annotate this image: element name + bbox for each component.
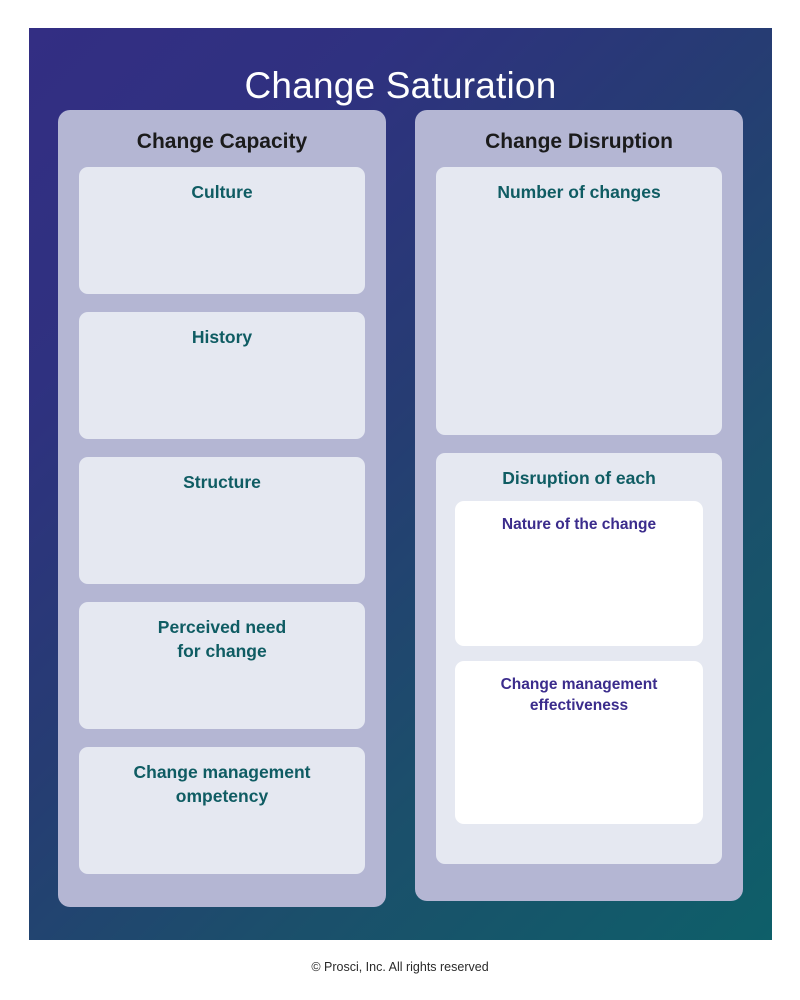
columns-container: Change Capacity Culture History Structur… <box>58 110 743 910</box>
subcards-container: Nature of the change Change management e… <box>436 491 722 824</box>
card-number-of-changes[interactable]: Number of changes <box>436 167 722 436</box>
card-label-structure: Structure <box>183 472 261 493</box>
copyright-footer: © Prosci, Inc. All rights reserved <box>311 960 489 974</box>
card-culture[interactable]: Culture <box>79 167 365 295</box>
card-label-number-of-changes: Number of changes <box>497 182 661 203</box>
subcard-label-cm-effectiveness: Change management effectiveness <box>500 675 658 715</box>
column-body-change-disruption: Number of changes Disruption of each Nat… <box>415 154 743 865</box>
column-title-change-disruption: Change Disruption <box>485 130 673 153</box>
card-label-disruption-of-each: Disruption of each <box>502 468 656 489</box>
card-perceived-need[interactable]: Perceived need for change <box>79 602 365 730</box>
subcard-nature-of-the-change[interactable]: Nature of the change <box>455 500 703 646</box>
page-title: Change Saturation <box>244 65 557 106</box>
card-label-perceived-need: Perceived need for change <box>157 617 287 661</box>
column-change-disruption[interactable]: Change Disruption Number of changes Disr… <box>415 110 743 901</box>
column-title-change-capacity: Change Capacity <box>136 130 308 153</box>
card-history[interactable]: History <box>79 312 365 440</box>
card-label-culture: Culture <box>191 182 253 203</box>
column-change-capacity[interactable]: Change Capacity Culture History Structur… <box>58 110 386 907</box>
subcard-cm-effectiveness[interactable]: Change management effectiveness <box>455 660 703 824</box>
card-label-history: History <box>191 327 253 348</box>
gradient-board: Change Saturation Change Capacity Cultur… <box>29 28 772 940</box>
card-disruption-of-each[interactable]: Disruption of each Nature of the change … <box>436 453 722 865</box>
card-structure[interactable]: Structure <box>79 457 365 585</box>
card-label-cm-competency: Change management ompetency <box>133 762 311 806</box>
card-cm-competency[interactable]: Change management ompetency <box>79 747 365 875</box>
subcard-label-nature-of-the-change: Nature of the change <box>501 515 657 533</box>
column-body-change-capacity: Culture History Structure Perceived need… <box>58 154 386 875</box>
